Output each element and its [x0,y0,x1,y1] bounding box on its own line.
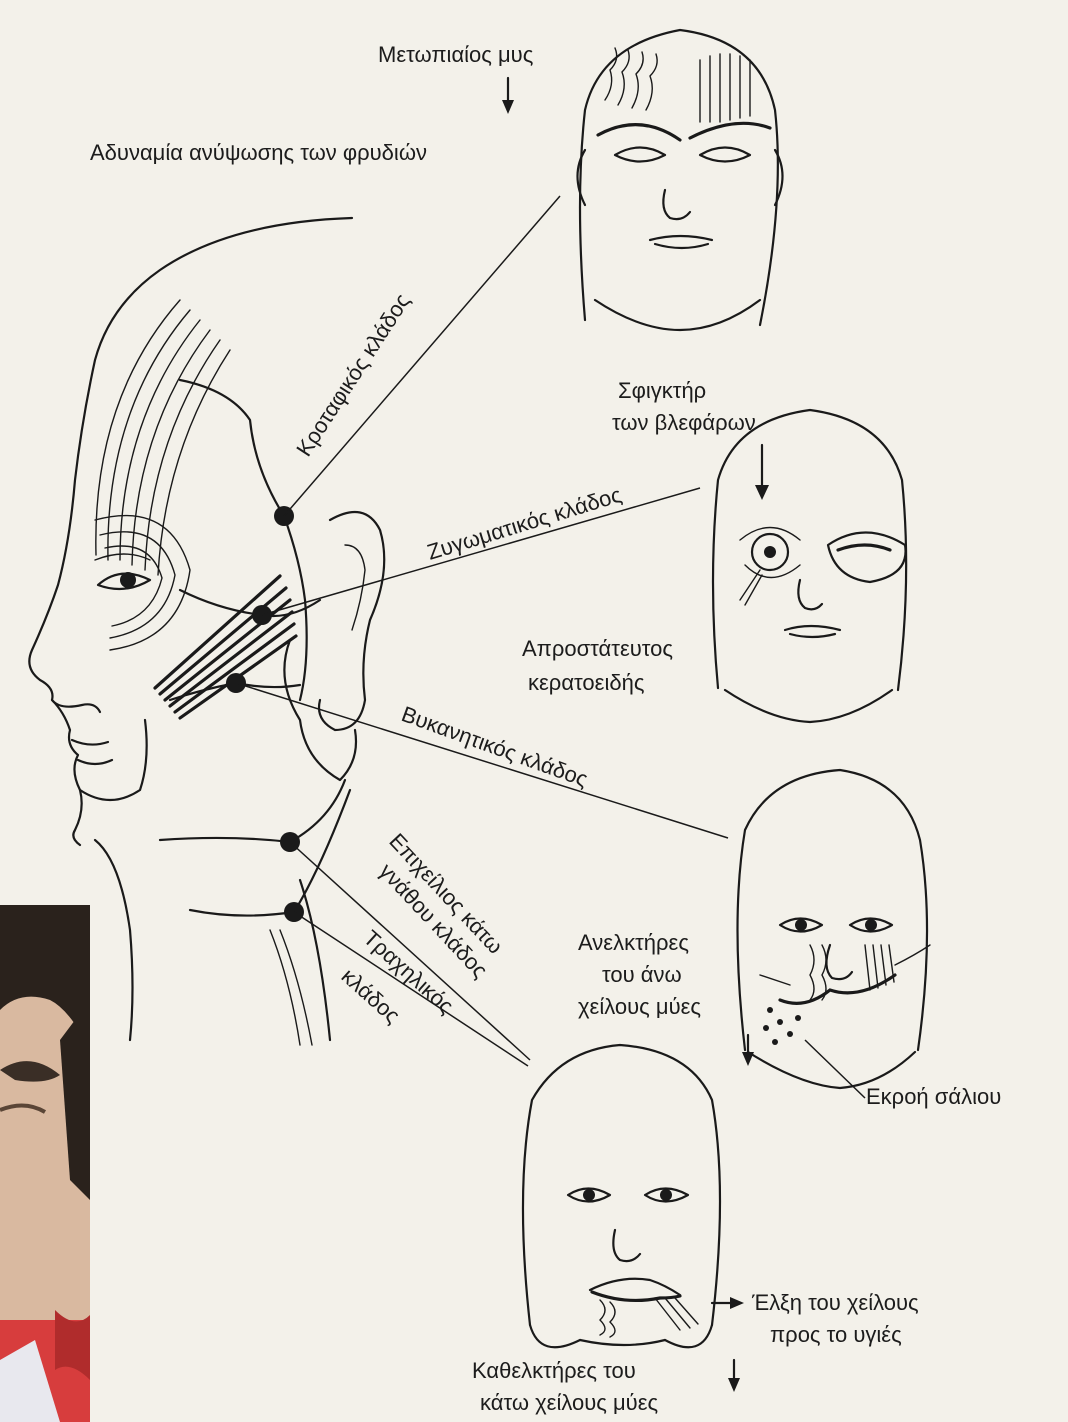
label-unprotected-2: κερατοειδής [528,670,644,695]
label-orbicularis-1: Σφιγκτήρ [618,378,706,403]
face-frontalis [578,30,783,330]
patient-photo [0,905,90,1422]
label-depressors-1: Καθελκτήρες του [472,1358,636,1383]
face-mandibular [523,1045,744,1392]
label-pull-2: προς το υγιές [770,1322,902,1347]
label-levators-2: του άνω [602,962,682,987]
face-orbicularis [713,410,906,722]
label-levators-3: χείλους μύες [578,994,701,1019]
label-brow-weakness: Αδυναμία ανύψωσης των φρυδιών [90,140,427,165]
label-drooling: Εκροή σάλιου [866,1084,1001,1109]
label-orbicularis-2: των βλεφάρων [612,410,756,435]
label-depressors-2: κάτω χείλους μύες [480,1390,658,1415]
label-levators-1: Ανελκτήρες [578,930,689,955]
label-buccal-branch: Βυκανητικός κλάδος [398,701,591,792]
label-frontalis: Μετωπιαίος μυς [378,42,533,67]
label-unprotected-1: Απροστάτευτος [522,636,673,661]
down-arrow-icon [755,485,769,500]
label-zygomatic-branch: Ζυγωματικός κλάδος [424,482,624,565]
label-pull-1: Έλξη του χείλους [751,1290,919,1315]
face-buccal [738,770,931,1098]
